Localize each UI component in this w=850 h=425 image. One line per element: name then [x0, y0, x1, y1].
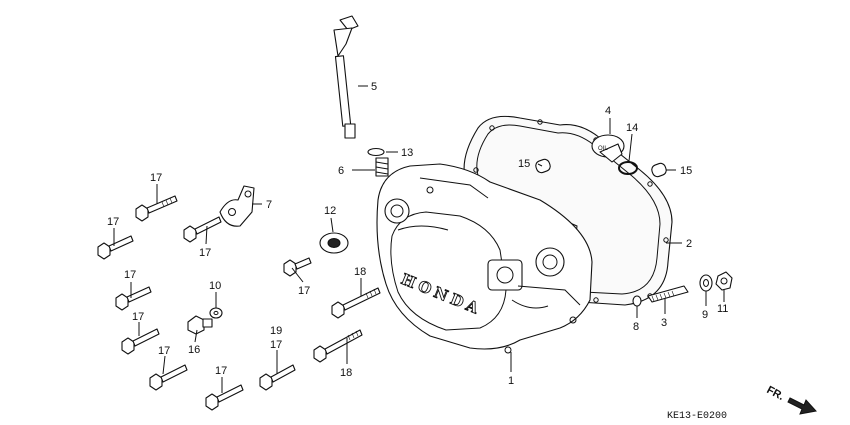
- callout-17-c: 17: [199, 247, 211, 259]
- part-3-gear-shaft: [647, 285, 689, 303]
- callout-17-b: 17: [107, 216, 119, 228]
- callout-15-b: 15: [680, 165, 692, 177]
- bolt-17-f: [121, 328, 160, 355]
- bolt-17-a: [135, 195, 178, 222]
- part-4-oil-cap: OIL: [591, 134, 625, 163]
- callout-17-d: 17: [124, 269, 136, 281]
- callout-2: 2: [686, 238, 692, 250]
- callout-18-b: 18: [340, 367, 352, 379]
- bolt-17-c: [183, 216, 222, 243]
- bolt-17-e: [283, 257, 312, 277]
- bolt-18-b: [313, 329, 363, 363]
- bolt-17-b: [97, 235, 134, 260]
- part-9-washer: [699, 274, 713, 292]
- callout-3: 3: [661, 317, 667, 329]
- part-15-dowel-b: [651, 162, 667, 178]
- bolt-18-a: [331, 287, 381, 319]
- direction-arrow-icon: [787, 397, 817, 415]
- part-12-seal: [319, 232, 349, 254]
- bolt-19-17: [259, 364, 296, 391]
- direction-label: FR.: [765, 384, 786, 403]
- bolt-17-h: [205, 384, 244, 411]
- part-5-shaft: [333, 15, 359, 139]
- callout-17-i: 17: [270, 339, 282, 351]
- callout-17-a: 17: [150, 172, 162, 184]
- part-13-washer: [367, 147, 385, 157]
- callout-14: 14: [626, 122, 638, 134]
- callout-9: 9: [702, 309, 708, 321]
- clutch-cover: HONDA: [376, 163, 593, 354]
- callout-17-e: 17: [298, 285, 310, 297]
- callout-13: 13: [401, 147, 413, 159]
- leader-lines: [113, 85, 725, 393]
- part-14-o-ring: [618, 161, 638, 175]
- part-11-nut: [715, 271, 733, 291]
- callout-labels: 1 2 3 4 5 6 7 8 9 10 11 12 13 14 15 15 1…: [107, 81, 728, 387]
- callout-8: 8: [633, 321, 639, 333]
- callout-7: 7: [266, 199, 272, 211]
- part-7-bracket: [219, 185, 255, 227]
- callout-12: 12: [324, 205, 336, 217]
- callout-16: 16: [188, 344, 200, 356]
- part-10-washer: [209, 307, 223, 319]
- oil-cap-mark: OIL: [598, 146, 608, 152]
- callout-10: 10: [209, 280, 221, 292]
- callout-19: 19: [270, 325, 282, 337]
- diagram-code: KE13-E0200: [667, 411, 727, 422]
- callout-18-a: 18: [354, 266, 366, 278]
- callout-4: 4: [605, 105, 611, 117]
- callout-17-f: 17: [132, 311, 144, 323]
- callout-1: 1: [508, 375, 514, 387]
- bolt-17-d: [115, 286, 152, 311]
- bolt-17-g: [149, 364, 188, 391]
- part-15-dowel-a: [535, 158, 551, 174]
- callout-15-a: 15: [518, 158, 530, 170]
- callout-6: 6: [338, 165, 344, 177]
- callout-5: 5: [371, 81, 377, 93]
- front-direction-indicator: FR.: [765, 384, 817, 415]
- part-8-washer: [632, 295, 642, 307]
- part-16-bolt: [187, 315, 213, 335]
- callout-17-h: 17: [215, 365, 227, 377]
- part-6-spring: [375, 157, 389, 177]
- callout-11: 11: [717, 303, 728, 315]
- callout-17-g: 17: [158, 345, 170, 357]
